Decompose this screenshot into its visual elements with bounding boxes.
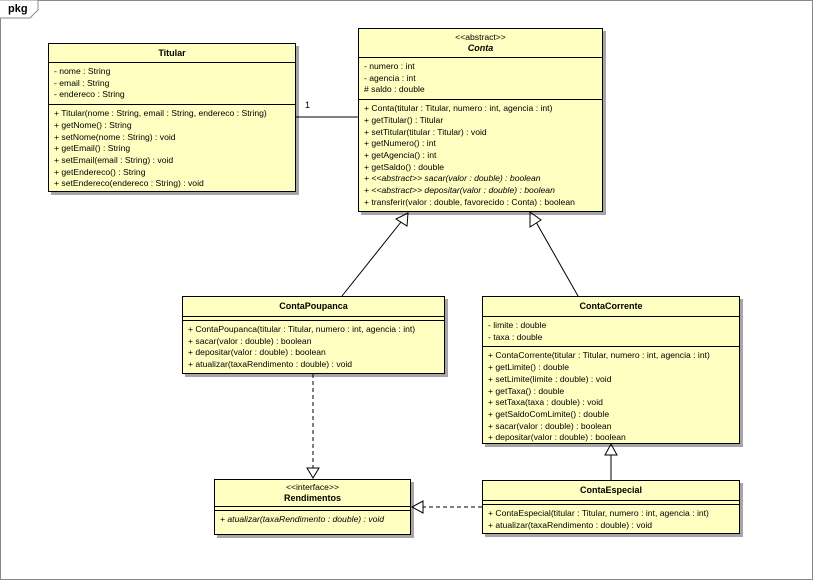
- attributes-section: [183, 317, 444, 321]
- relationship-edges: [296, 116, 618, 514]
- abstract-method: + <<abstract>> depositar(valor : double)…: [364, 185, 555, 196]
- class-name: ContaCorrente: [579, 301, 643, 311]
- method: + getLimite() : double: [488, 362, 569, 373]
- method: + Conta(titular : Titular, numero : int,…: [364, 103, 553, 114]
- class-name: ContaPoupanca: [279, 301, 348, 311]
- attribute: - endereco : String: [54, 89, 125, 100]
- generalization-corrente-arrowhead: [529, 211, 542, 228]
- class-name: Rendimentos: [283, 493, 341, 503]
- attributes-section: [483, 501, 739, 505]
- method: + ContaEspecial(titular : Titular, numer…: [488, 508, 709, 518]
- method: + getEmail() : String: [54, 143, 131, 154]
- class-name: Titular: [158, 48, 186, 58]
- stereotype: <<abstract>>: [455, 32, 506, 42]
- method: + getTitular() : Titular: [364, 114, 444, 125]
- package-tab: [0, 0, 39, 19]
- association-multiplicity: 1: [305, 100, 311, 110]
- method: + setLimite(limite : double) : void: [488, 373, 612, 384]
- method: + sacar(valor : double) : boolean: [188, 335, 312, 346]
- realization-poupanca-arrowhead: [306, 467, 320, 479]
- methods-section: + Conta(titular : Titular, numero : int,…: [359, 100, 602, 211]
- attributes-section: - nome : String - email : String - ender…: [49, 63, 295, 106]
- stereotype: <<interface>>: [285, 482, 340, 492]
- interface-rendimentos[interactable]: <<interface>> Rendimentos + atualizar(ta…: [214, 479, 411, 535]
- method: + setTaxa(taxa : double) : void: [488, 397, 603, 408]
- class-name: ContaEspecial: [579, 485, 643, 495]
- method: + ContaPoupanca(titular : Titular, numer…: [188, 324, 416, 334]
- method: + Titular(nome : String, email : String,…: [54, 108, 267, 119]
- attributes-section: - numero : int - agencia : int # saldo :…: [359, 58, 602, 101]
- method: + depositar(valor : double) : boolean: [488, 432, 626, 443]
- methods-section: + ContaPoupanca(titular : Titular, numer…: [183, 321, 444, 374]
- attributes-section: - limite : double - taxa : double: [483, 317, 739, 348]
- package-label: pkg: [8, 3, 28, 15]
- attribute: - nome : String: [54, 66, 111, 76]
- method: + transferir(valor : double, favorecido …: [364, 196, 575, 207]
- methods-section: + ContaCorrente(titular : Titular, numer…: [483, 347, 739, 447]
- method: + getTaxa() : double: [488, 385, 565, 396]
- method: + sacar(valor : double) : boolean: [488, 420, 612, 431]
- generalization-especial-arrowhead: [604, 442, 618, 456]
- attribute: - taxa : double: [488, 331, 543, 342]
- class-conta-especial[interactable]: ContaEspecial + ContaEspecial(titular : …: [482, 480, 740, 534]
- attribute: - numero : int: [364, 61, 415, 71]
- class-conta[interactable]: <<abstract>> Conta - numero : int - agen…: [358, 28, 603, 212]
- method: + atualizar(taxaRendimento : double) : v…: [488, 519, 653, 530]
- method: + getEndereco() : String: [54, 166, 146, 177]
- method: + setEndereco(endereco : String) : void: [54, 178, 204, 189]
- method: + setEmail(email : String) : void: [54, 154, 174, 165]
- generalization-corrente-conta: [535, 221, 579, 297]
- generalization-poupanca-arrowhead: [394, 212, 409, 227]
- method: + getNumero() : int: [364, 138, 436, 149]
- methods-section: + atualizar(taxaRendimento : double) : v…: [215, 511, 410, 529]
- class-name: Conta: [467, 43, 494, 53]
- methods-section: + Titular(nome : String, email : String,…: [49, 105, 295, 193]
- abstract-method: + atualizar(taxaRendimento : double) : v…: [220, 514, 385, 524]
- method: + getSaldo() : double: [364, 161, 445, 172]
- attribute: # saldo : double: [364, 84, 425, 95]
- attribute: - email : String: [54, 77, 110, 88]
- realization-especial-arrowhead: [410, 500, 424, 514]
- method: + atualizar(taxaRendimento : double) : v…: [188, 359, 353, 370]
- method: + getAgencia() : int: [364, 149, 437, 160]
- class-conta-corrente[interactable]: ContaCorrente - limite : double - taxa :…: [482, 296, 740, 444]
- class-conta-poupanca[interactable]: ContaPoupanca + ContaPoupanca(titular : …: [182, 296, 445, 374]
- attribute: - limite : double: [488, 320, 547, 330]
- method: + depositar(valor : double) : boolean: [188, 347, 326, 358]
- attributes-section: [215, 507, 410, 511]
- class-titular[interactable]: Titular - nome : String - email : String…: [48, 43, 296, 192]
- method: + ContaCorrente(titular : Titular, numer…: [488, 350, 710, 361]
- method: + getSaldoComLimite() : double: [488, 408, 610, 419]
- method: + setTitular(titular : Titular) : void: [364, 126, 487, 137]
- method: + getNome() : String: [54, 119, 132, 130]
- method: + setNome(nome : String) : void: [54, 131, 176, 142]
- attribute: - agencia : int: [364, 72, 416, 83]
- generalization-poupanca-conta: [341, 221, 402, 297]
- abstract-method: + <<abstract>> sacar(valor : double) : b…: [364, 173, 541, 184]
- methods-section: + ContaEspecial(titular : Titular, numer…: [483, 505, 739, 534]
